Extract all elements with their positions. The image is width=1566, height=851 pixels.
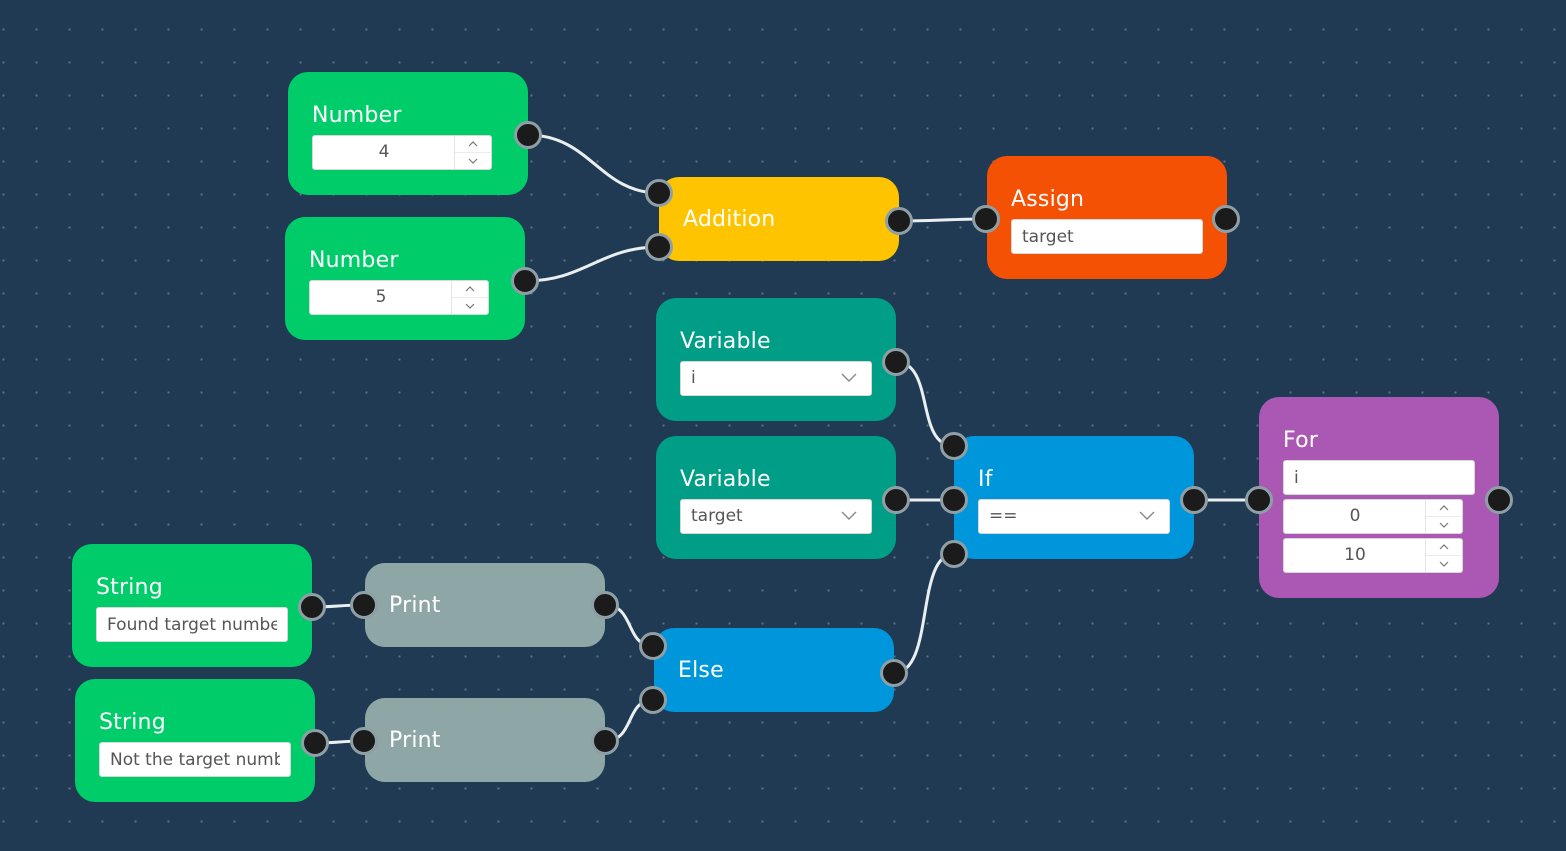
string-node-1[interactable]: String	[72, 544, 312, 667]
variable-select-2-value: target	[691, 506, 743, 526]
number1-output-port[interactable]	[514, 121, 542, 149]
assign-variable-text[interactable]	[1012, 220, 1202, 253]
else-input-port-b[interactable]	[639, 686, 667, 714]
variable2-output-port[interactable]	[882, 486, 910, 514]
string-node-1-title: String	[96, 575, 163, 600]
number-node-1[interactable]: Number 4	[288, 72, 528, 195]
for-start-input[interactable]: 0	[1283, 499, 1463, 534]
number-input-2-value: 5	[375, 287, 387, 307]
increment-button[interactable]	[1426, 500, 1462, 517]
addition-input-port-b[interactable]	[645, 233, 673, 261]
string1-output-port[interactable]	[298, 593, 326, 621]
for-end-input[interactable]: 10	[1283, 538, 1463, 573]
decrement-button[interactable]	[1426, 517, 1462, 533]
string2-output-port[interactable]	[301, 729, 329, 757]
else-output-port[interactable]	[880, 659, 908, 687]
print-node-2-title: Print	[389, 728, 441, 753]
addition-input-port-a[interactable]	[645, 179, 673, 207]
number-input-1[interactable]: 4	[312, 135, 492, 170]
for-end-spinner[interactable]	[1425, 539, 1462, 572]
variable-node-1-title: Variable	[680, 329, 771, 354]
decrement-button[interactable]	[452, 298, 488, 314]
chevron-up-icon	[1439, 505, 1449, 511]
chevron-down-icon	[841, 373, 857, 382]
variable-node-1[interactable]: Variable i	[656, 298, 896, 421]
number2-output-port[interactable]	[511, 267, 539, 295]
operator-select[interactable]: ==	[978, 499, 1170, 534]
for-end-value: 10	[1344, 545, 1366, 565]
decrement-button[interactable]	[455, 153, 491, 169]
increment-button[interactable]	[1426, 539, 1462, 556]
if-input-port-right[interactable]	[940, 486, 968, 514]
for-start-value: 0	[1349, 506, 1361, 526]
number-input-2[interactable]: 5	[309, 280, 489, 315]
assign-output-port[interactable]	[1212, 205, 1240, 233]
wire-number2-addition	[524, 245, 660, 283]
chevron-down-icon	[468, 158, 478, 164]
number-node-2[interactable]: Number 5	[285, 217, 525, 340]
wire-number1-addition	[527, 133, 660, 195]
for-input-port[interactable]	[1245, 486, 1273, 514]
number-node-1-title: Number	[312, 103, 402, 128]
chevron-down-icon	[841, 511, 857, 520]
string-input-2-text[interactable]	[100, 743, 290, 776]
if-output-port[interactable]	[1180, 486, 1208, 514]
assign-input-port[interactable]	[972, 205, 1000, 233]
wire-else-if	[893, 552, 955, 675]
increment-button[interactable]	[452, 281, 488, 298]
for-node-title: For	[1283, 428, 1318, 453]
for-variable-input[interactable]	[1283, 460, 1475, 495]
if-input-port-left[interactable]	[940, 432, 968, 460]
if-else-port[interactable]	[940, 540, 968, 568]
print2-input-port[interactable]	[350, 727, 378, 755]
chevron-down-icon	[1139, 511, 1155, 520]
chevron-up-icon	[1439, 544, 1449, 550]
string-input-1-text[interactable]	[97, 608, 287, 641]
number-node-2-title: Number	[309, 248, 399, 273]
else-node[interactable]: Else	[654, 628, 894, 712]
decrement-button[interactable]	[1426, 556, 1462, 572]
for-start-spinner[interactable]	[1425, 500, 1462, 533]
variable-node-2[interactable]: Variable target	[656, 436, 896, 559]
string-input-1[interactable]	[96, 607, 288, 642]
addition-output-port[interactable]	[885, 207, 913, 235]
for-node[interactable]: For 0 10	[1259, 397, 1499, 598]
addition-node-title: Addition	[683, 207, 776, 232]
chevron-down-icon	[1439, 561, 1449, 567]
chevron-down-icon	[1439, 522, 1449, 528]
assign-variable-input[interactable]	[1011, 219, 1203, 254]
else-node-title: Else	[678, 658, 724, 683]
number-input-1-spinner[interactable]	[454, 136, 491, 169]
if-node-title: If	[978, 467, 993, 492]
print-node-2[interactable]: Print	[365, 698, 605, 782]
variable-select-2[interactable]: target	[680, 499, 872, 534]
number-input-2-spinner[interactable]	[451, 281, 488, 314]
assign-node-title: Assign	[1011, 187, 1085, 212]
print-node-1[interactable]: Print	[365, 563, 605, 647]
variable-node-2-title: Variable	[680, 467, 771, 492]
string-node-2[interactable]: String	[75, 679, 315, 802]
increment-button[interactable]	[455, 136, 491, 153]
print2-output-port[interactable]	[591, 727, 619, 755]
variable1-output-port[interactable]	[882, 348, 910, 376]
if-node[interactable]: If ==	[954, 436, 1194, 559]
operator-select-value: ==	[989, 506, 1018, 526]
string-input-2[interactable]	[99, 742, 291, 777]
string-node-2-title: String	[99, 710, 166, 735]
assign-node[interactable]: Assign	[987, 156, 1227, 279]
number-input-1-value: 4	[378, 142, 390, 162]
variable-select-1[interactable]: i	[680, 361, 872, 396]
print1-input-port[interactable]	[350, 591, 378, 619]
addition-node[interactable]: Addition	[659, 177, 899, 261]
chevron-up-icon	[465, 286, 475, 292]
variable-select-1-value: i	[691, 368, 696, 388]
else-input-port-a[interactable]	[639, 632, 667, 660]
chevron-up-icon	[468, 141, 478, 147]
print-node-1-title: Print	[389, 593, 441, 618]
chevron-down-icon	[465, 303, 475, 309]
for-output-port[interactable]	[1485, 486, 1513, 514]
print1-output-port[interactable]	[591, 591, 619, 619]
for-variable-text[interactable]	[1284, 461, 1474, 494]
